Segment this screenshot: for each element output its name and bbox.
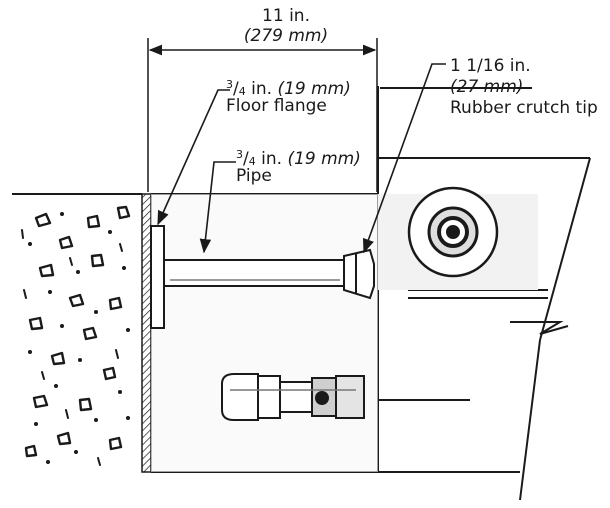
overall-length-mm-label: (279 mm) bbox=[218, 26, 354, 47]
floor-flange-frac-num: 3 bbox=[226, 78, 233, 91]
crutch-tip-size-in: 1 1/16 in. bbox=[450, 56, 531, 76]
floor-flange bbox=[150, 225, 165, 329]
pipe-name-label: Pipe bbox=[236, 166, 272, 187]
pipe bbox=[163, 259, 345, 287]
floor-flange-size-unit: in. bbox=[245, 79, 278, 99]
pipe-frac-den: 4 bbox=[248, 155, 256, 168]
rubber-crutch-tip bbox=[343, 248, 375, 300]
overall-length-in: 11 in. bbox=[262, 6, 310, 26]
crutch-tip-size-label: 1 1/16 in. bbox=[450, 56, 531, 77]
pipe-size-label: 3/4 in. (19 mm) bbox=[236, 144, 361, 172]
wheel-hub bbox=[407, 186, 499, 278]
pipe-name: Pipe bbox=[236, 166, 272, 186]
floor-flange-name-label: Floor flange bbox=[226, 96, 327, 117]
overall-length-mm: (279 mm) bbox=[243, 26, 329, 46]
fraction-slash: / bbox=[233, 79, 239, 99]
wall-surface-hatching bbox=[141, 193, 152, 473]
pipe-frac-num: 3 bbox=[236, 148, 243, 161]
floor-flange-frac-den: 4 bbox=[238, 85, 246, 98]
crutch-tip-size-mm-label: (27 mm) bbox=[450, 77, 523, 98]
pipe-size-mm: (19 mm) bbox=[287, 149, 361, 169]
concrete-wall bbox=[12, 193, 142, 472]
overall-length-label: 11 in. bbox=[243, 6, 329, 27]
floor-flange-size-mm: (19 mm) bbox=[277, 79, 351, 99]
floor-flange-size-label: 3/4 in. (19 mm) bbox=[226, 74, 351, 102]
crutch-tip-size-mm: (27 mm) bbox=[450, 77, 524, 97]
pipe-size-unit: in. bbox=[255, 149, 288, 169]
floor-flange-name: Floor flange bbox=[226, 96, 327, 116]
lower-hardware-assembly bbox=[221, 373, 365, 421]
crutch-tip-name: Rubber crutch tip bbox=[450, 98, 598, 118]
fraction-slash: / bbox=[243, 149, 249, 169]
leader-lines bbox=[157, 63, 446, 254]
crutch-tip-name-label: Rubber crutch tip bbox=[450, 98, 598, 119]
